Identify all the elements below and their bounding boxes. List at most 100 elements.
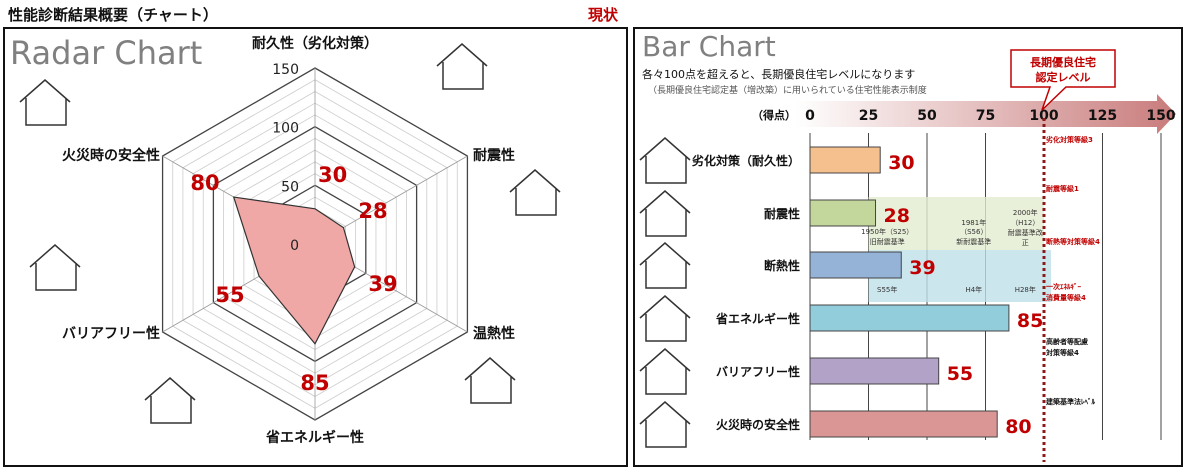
insulation-note: H4年 [965, 285, 982, 294]
threshold-label: 高齢者等配慮 [1046, 337, 1088, 346]
radar-series-area [232, 196, 356, 345]
axis-unit-label: （得点） [752, 108, 796, 122]
radar-tick-label: 150 [272, 62, 299, 78]
bar-tick-label: 75 [976, 108, 995, 124]
bar-value-label: 80 [1005, 416, 1031, 438]
threshold-label: 建築基準法ﾚﾍﾞﾙ [1046, 397, 1095, 406]
radar-tick-label: 0 [290, 238, 299, 254]
bar [809, 146, 881, 174]
threshold-label: 消費量等級4 [1046, 293, 1086, 302]
seismic-note: （H12） [1011, 219, 1039, 227]
bar-category-label: 劣化対策（耐久性） [692, 153, 800, 168]
callout-box [1010, 49, 1116, 111]
radar-axis-label: バリアフリー性 [62, 325, 160, 342]
seismic-note: 新耐震基準 [956, 237, 991, 246]
bar-tick-label: 150 [1146, 108, 1175, 124]
house-illustration-icon [436, 43, 488, 90]
house-illustration-icon [639, 295, 691, 342]
radar-axis-label: 火災時の安全性 [62, 147, 160, 164]
bar-tick-label: 0 [805, 108, 815, 124]
house-illustration-icon-outline [464, 357, 516, 404]
house-illustration-icon [19, 79, 71, 126]
bar-tick-label: 25 [859, 108, 878, 124]
threshold-label: 対策等級4 [1045, 348, 1079, 357]
bar-value-label: 85 [1017, 310, 1043, 332]
threshold-label: 一次ｴﾈﾙｷﾞｰ [1046, 282, 1081, 291]
radar-axis-label: 温熱性 [473, 325, 515, 342]
house-illustration-icon-outline [639, 190, 691, 237]
house-illustration-icon-outline [19, 79, 71, 126]
house-illustration-icon [144, 377, 196, 424]
bar-tick-label: 100 [1029, 108, 1058, 124]
bar-category-label: 耐震性 [764, 206, 800, 221]
bar-category-label: 火災時の安全性 [716, 417, 800, 432]
radar-tick-label: 50 [281, 179, 299, 195]
seismic-note: 正 [1022, 239, 1029, 247]
bar [809, 199, 877, 227]
house-illustration-icon-outline [639, 401, 691, 448]
bar-value-label: 28 [884, 205, 910, 227]
house-illustration-icon-outline [639, 242, 691, 289]
radar-axis-label: 省エネルギー性 [265, 429, 364, 446]
bar [809, 304, 1010, 332]
threshold-label: 断熱等対策等級4 [1046, 237, 1100, 246]
insulation-note: H28年 [1015, 285, 1036, 294]
house-illustration-icon [639, 242, 691, 289]
house-illustration-icon [509, 169, 561, 216]
bar [809, 251, 902, 279]
house-illustration-icon-outline [639, 295, 691, 342]
seismic-note: 1981年 [961, 218, 986, 227]
seismic-zone-band [868, 197, 1044, 250]
radar-title: Radar Chart [10, 34, 202, 72]
house-illustration-icon [639, 137, 691, 184]
house-illustration-icon [464, 357, 516, 404]
axis-arrow [795, 94, 1176, 134]
bar-value-label: 55 [947, 363, 973, 385]
bar-tick-label: 125 [1088, 108, 1117, 124]
house-illustration-icon [639, 401, 691, 448]
bar-subtitle: 各々100点を超えると、長期優良住宅レベルになります [642, 67, 915, 81]
house-illustration-icon-outline [639, 137, 691, 184]
insulation-note: S55年 [877, 285, 897, 294]
radar-value-label: 85 [300, 371, 329, 395]
radar-value-label: 39 [368, 272, 397, 296]
status-label: 現状 [588, 6, 619, 24]
bar-note: （長期優良住宅認定基（増改築）に用いられている住宅性能表示制度 [648, 84, 927, 96]
radar-axis-label: 耐震性 [473, 147, 515, 164]
radar-tick-label: 100 [272, 121, 299, 137]
threshold-label: 劣化対策等級3 [1046, 135, 1093, 144]
seismic-note: 旧耐震基準 [870, 237, 905, 246]
page-title: 性能診断結果概要（チャート） [8, 6, 218, 24]
house-illustration-icon [29, 244, 81, 291]
house-illustration-icon-outline [509, 169, 561, 216]
bar-category-label: バリアフリー性 [716, 364, 800, 379]
seismic-note: （S56） [960, 228, 987, 236]
seismic-note: 2000年 [1013, 208, 1038, 217]
bar-value-label: 39 [909, 257, 935, 279]
bar-value-label: 30 [888, 152, 914, 174]
bar [809, 410, 998, 438]
radar-value-label: 80 [190, 171, 219, 195]
house-illustration-icon [639, 348, 691, 395]
bar-title: Bar Chart [642, 30, 776, 63]
callout-label: 長期優良住宅 [1030, 55, 1096, 69]
house-illustration-icon-outline [436, 43, 488, 90]
house-illustration-icon-outline [144, 377, 196, 424]
bar-category-label: 省エネルギー性 [715, 311, 800, 326]
house-illustration-icon-outline [29, 244, 81, 291]
radar-panel [3, 27, 628, 467]
bar [809, 357, 940, 385]
bar-tick-label: 50 [917, 108, 937, 124]
radar-value-label: 28 [358, 199, 387, 223]
seismic-note: 1950年（S25） [861, 227, 913, 236]
radar-value-label: 55 [215, 283, 244, 307]
threshold-label: 耐震等級1 [1046, 184, 1079, 193]
callout-label: 認定レベル [1036, 70, 1091, 84]
radar-axis-label: 耐久性（劣化対策） [252, 35, 378, 52]
house-illustration-icon-outline [639, 348, 691, 395]
seismic-note: 耐震基準改 [1008, 228, 1043, 237]
house-illustration-icon [639, 190, 691, 237]
bar-panel [633, 27, 1183, 467]
bar-category-label: 断熱性 [764, 258, 800, 273]
